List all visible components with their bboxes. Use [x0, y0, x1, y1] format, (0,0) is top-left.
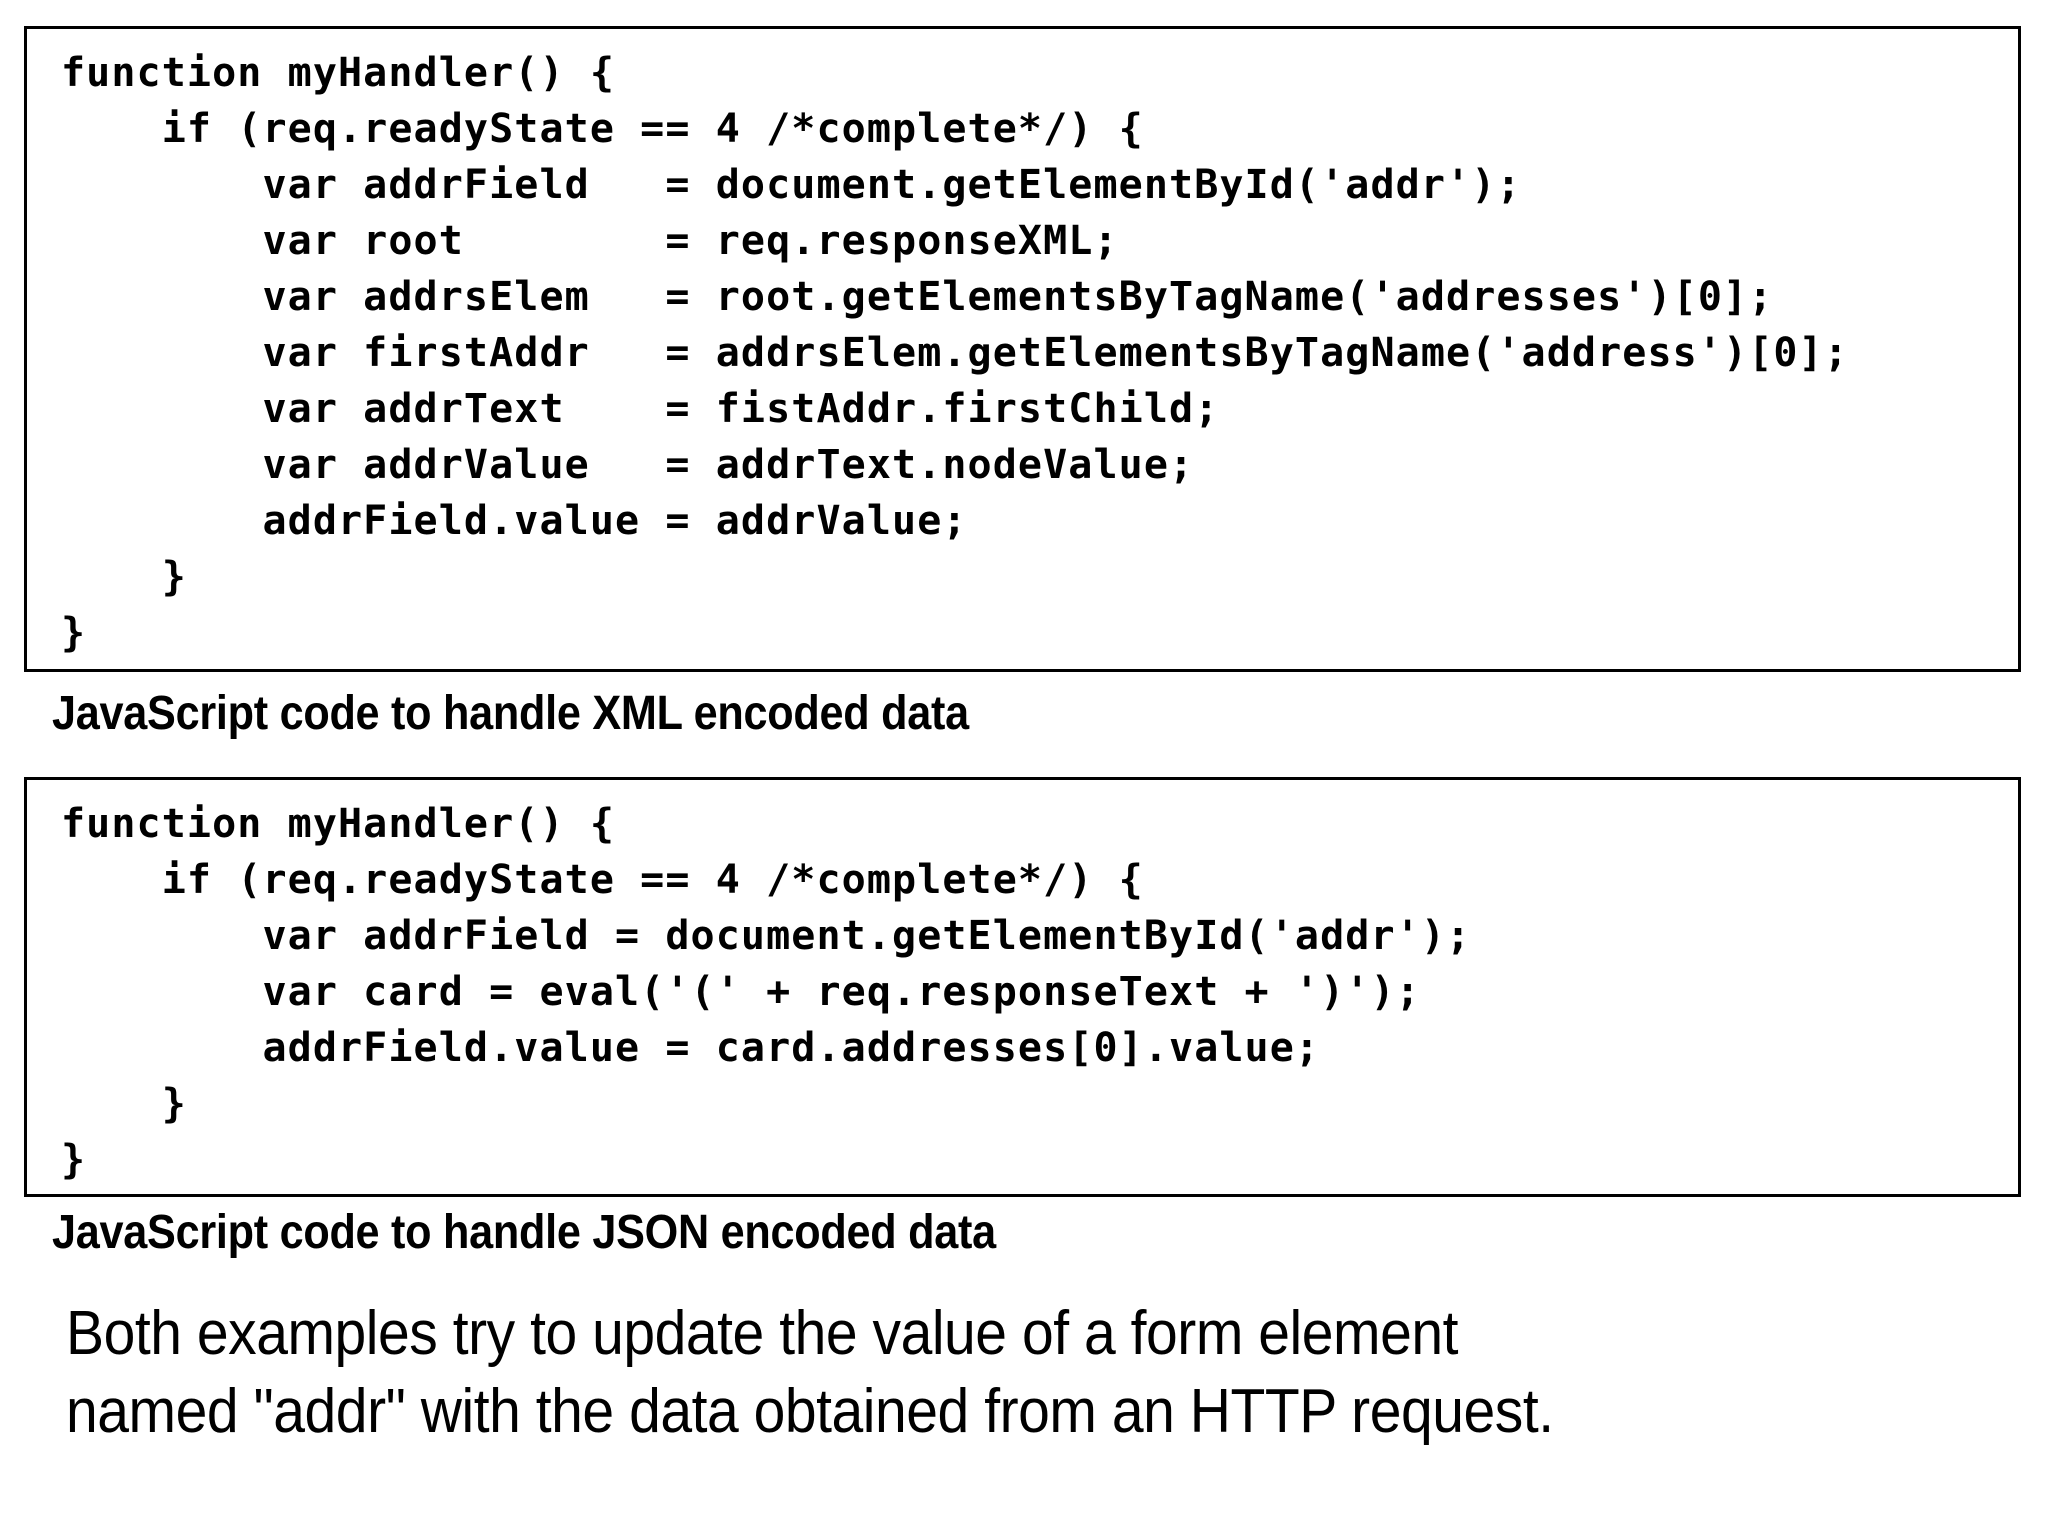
code-line: } [61, 1137, 87, 1183]
summary-line-2: named "addr" with the data obtained from… [66, 1377, 1554, 1446]
code-line: var card = eval('(' + req.responseText +… [61, 969, 1421, 1015]
code-line: if (req.readyState == 4 /*complete*/) { [61, 857, 1144, 903]
code-line: function myHandler() { [61, 50, 616, 96]
code-line: addrField.value = card.addresses[0].valu… [61, 1025, 1321, 1071]
caption-json: JavaScript code to handle JSON encoded d… [52, 1206, 996, 1259]
code-line: if (req.readyState == 4 /*complete*/) { [61, 106, 1144, 152]
code-line: } [61, 1081, 187, 1127]
code-line: var root = req.responseXML; [61, 218, 1119, 264]
code-block-json: function myHandler() { if (req.readyStat… [24, 777, 2021, 1197]
summary-line-1: Both examples try to update the value of… [66, 1299, 1458, 1368]
code-block-xml: function myHandler() { if (req.readyStat… [24, 26, 2021, 672]
code-line: var addrField = document.getElementById(… [61, 913, 1472, 959]
code-line: var addrField = document.getElementById(… [61, 162, 1522, 208]
code-line: var firstAddr = addrsElem.getElementsByT… [61, 330, 1849, 376]
code-line: } [61, 610, 87, 656]
code-line: var addrText = fistAddr.firstChild; [61, 386, 1220, 432]
code-line: function myHandler() { [61, 801, 616, 847]
code-line: var addrsElem = root.getElementsByTagNam… [61, 274, 1774, 320]
code-line: var addrValue = addrText.nodeValue; [61, 442, 1195, 488]
caption-xml: JavaScript code to handle XML encoded da… [52, 687, 969, 740]
summary-text: Both examples try to update the value of… [66, 1295, 1851, 1451]
code-line: } [61, 554, 187, 600]
code-line: addrField.value = addrValue; [61, 498, 968, 544]
